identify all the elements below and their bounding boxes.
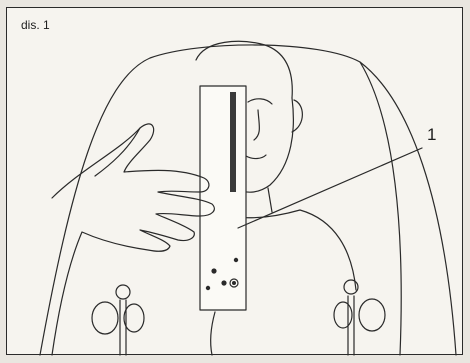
hood-outline: [39, 44, 457, 356]
eye: [247, 98, 273, 105]
chinrest-rod-right: [347, 295, 355, 356]
figure-label: dis. 1: [21, 18, 50, 32]
chinrest-rod-left: [119, 299, 127, 356]
paddle-hole: [232, 281, 237, 286]
mouth: [245, 154, 267, 160]
occluder-slot: [230, 92, 236, 192]
chinrest-wheel-right: [358, 298, 386, 332]
neck-right: [267, 187, 273, 213]
chinrest-knob-right: [343, 279, 359, 295]
paddle-hole: [211, 268, 217, 274]
ear: [291, 99, 303, 133]
paddle-hole: [205, 285, 211, 291]
hair: [195, 40, 293, 99]
torso-left: [210, 311, 216, 356]
callout-leader-line: [237, 147, 423, 229]
hood-inner-edge: [359, 61, 402, 356]
paddle-hole: [221, 280, 227, 286]
paddle-hole: [229, 278, 239, 288]
paddle-hole: [233, 257, 239, 263]
chinrest-wheel-left-2: [123, 303, 145, 333]
occluder-paddle: [199, 85, 247, 311]
hand: [51, 123, 215, 356]
chinrest-wheel-left: [91, 301, 119, 335]
callout-number: 1: [427, 125, 437, 144]
chinrest-knob-left: [115, 284, 131, 300]
chinrest-wheel-right-2: [333, 301, 353, 329]
thumb: [94, 127, 141, 177]
nose: [253, 109, 260, 141]
